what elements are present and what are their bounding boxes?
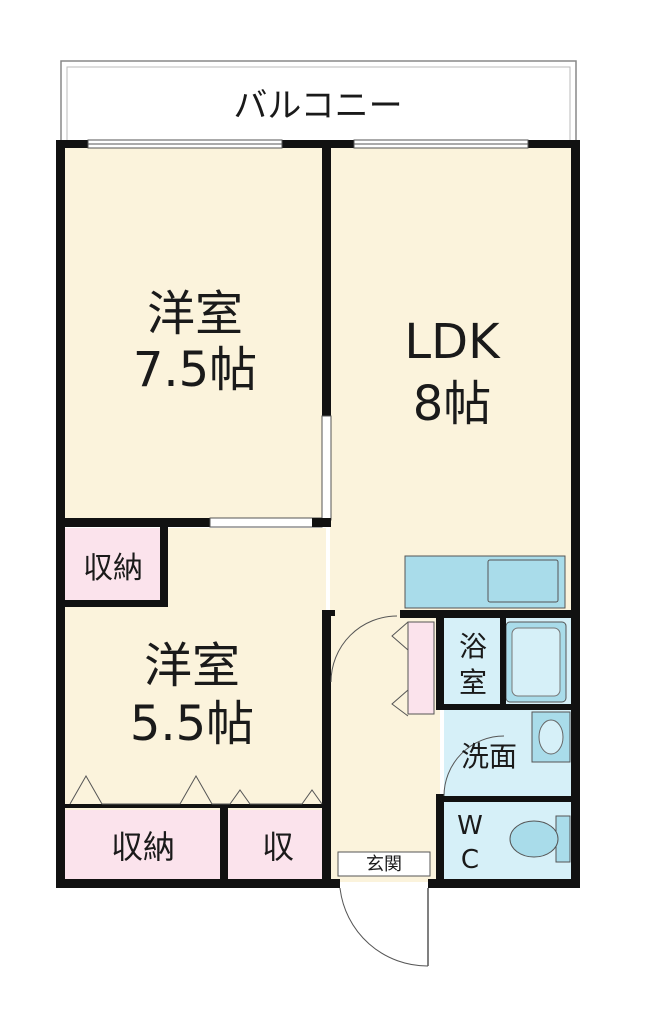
wall-storage1-right bbox=[160, 518, 168, 606]
washroom-label: 洗面 bbox=[461, 740, 517, 773]
western-room-2-name: 洋室 bbox=[144, 638, 240, 694]
toilet-label-1: W bbox=[457, 811, 483, 841]
wall-hall-top bbox=[331, 610, 335, 616]
closet-door-marks bbox=[69, 774, 323, 805]
outer-wall-right bbox=[571, 140, 580, 888]
ldk-name: LDK bbox=[404, 314, 501, 370]
entrance-door-swing bbox=[339, 887, 429, 967]
wall-western-rooms-right bbox=[312, 518, 331, 527]
wall-storage2-3 bbox=[220, 806, 228, 882]
wall-storage1-bottom bbox=[64, 600, 168, 607]
sliding-door-western1-ldk bbox=[321, 415, 332, 521]
door-swing-hall bbox=[330, 615, 398, 683]
entrance-label: 玄関 bbox=[366, 854, 402, 875]
wall-ldk-bath bbox=[400, 610, 580, 618]
storage-3-label: 収 bbox=[262, 828, 294, 866]
cabinet-door-marks bbox=[391, 621, 409, 651]
wall-storage-top bbox=[64, 804, 326, 808]
entrance-box bbox=[337, 851, 431, 877]
bath-label-1: 浴 bbox=[459, 630, 487, 663]
wall-wet-left-lower bbox=[436, 794, 444, 888]
wall-wet-left bbox=[436, 610, 444, 710]
bathtub-inner bbox=[511, 627, 561, 697]
ldk-floor bbox=[330, 146, 574, 616]
storage-1-area bbox=[64, 528, 162, 602]
wall-hall-left bbox=[322, 610, 331, 888]
balcony-area bbox=[60, 60, 577, 147]
shoe-cabinet bbox=[407, 621, 435, 715]
wall-wash-wc bbox=[444, 796, 580, 802]
western-room-1-name: 洋室 bbox=[147, 286, 243, 342]
outer-wall-top-mid bbox=[282, 140, 354, 148]
toilet-label-2: C bbox=[461, 845, 479, 875]
outer-wall-bottom-left bbox=[56, 879, 340, 888]
balcony-label: バルコニー bbox=[233, 86, 402, 126]
ldk-size: 8帖 bbox=[413, 376, 492, 432]
outer-wall-left bbox=[56, 140, 65, 888]
wall-western-rooms-left bbox=[64, 518, 210, 527]
wall-western1-ldk bbox=[322, 146, 331, 416]
sliding-door-western2 bbox=[209, 517, 323, 528]
storage-1-label: 収納 bbox=[83, 551, 143, 586]
wash-basin-bowl bbox=[538, 719, 564, 755]
wall-bath-partition bbox=[500, 618, 506, 706]
western-room-2-size: 5.5帖 bbox=[130, 696, 254, 752]
storage-2-label: 収納 bbox=[111, 828, 175, 866]
door-swing-washroom bbox=[443, 735, 505, 797]
toilet-bowl bbox=[509, 820, 559, 858]
outer-wall-top-left bbox=[56, 140, 88, 148]
western-room-1-floor bbox=[64, 146, 326, 524]
kitchen-sink bbox=[487, 559, 559, 603]
outer-wall-bottom-right bbox=[428, 879, 580, 888]
wall-bath-wash bbox=[444, 704, 580, 710]
western-room-1-size: 7.5帖 bbox=[133, 342, 257, 398]
bath-label-2: 室 bbox=[459, 666, 487, 699]
storage-2-area bbox=[64, 810, 220, 882]
storage-3-area bbox=[228, 810, 326, 882]
outer-wall-top-right bbox=[528, 140, 580, 148]
